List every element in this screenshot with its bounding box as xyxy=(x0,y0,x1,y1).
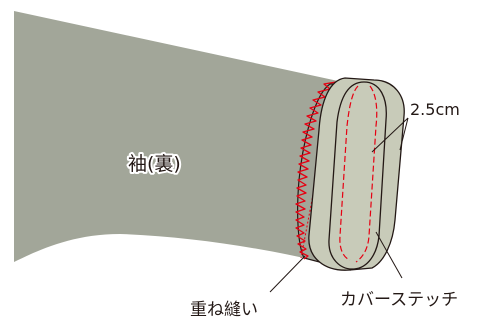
width-leader-line-1 xyxy=(371,117,409,153)
cover-stitch-line-1 xyxy=(339,85,359,261)
overlock-leader-line xyxy=(269,255,306,293)
overlock-label: 重ね縫い xyxy=(190,300,258,320)
width-leader-line-2 xyxy=(399,117,409,151)
sleeve-label: 袖(裏) xyxy=(128,153,181,175)
width-label: 2.5cm xyxy=(410,100,460,119)
cover-stitch-label: カバーステッチ xyxy=(340,290,458,310)
overlock-zigzag-stitch xyxy=(295,81,337,260)
cover-stitch-line-2 xyxy=(355,85,378,263)
cuff-inner-loop xyxy=(328,81,387,270)
cover-stitch-leader-line xyxy=(375,231,403,279)
sleeve-body xyxy=(14,11,352,262)
